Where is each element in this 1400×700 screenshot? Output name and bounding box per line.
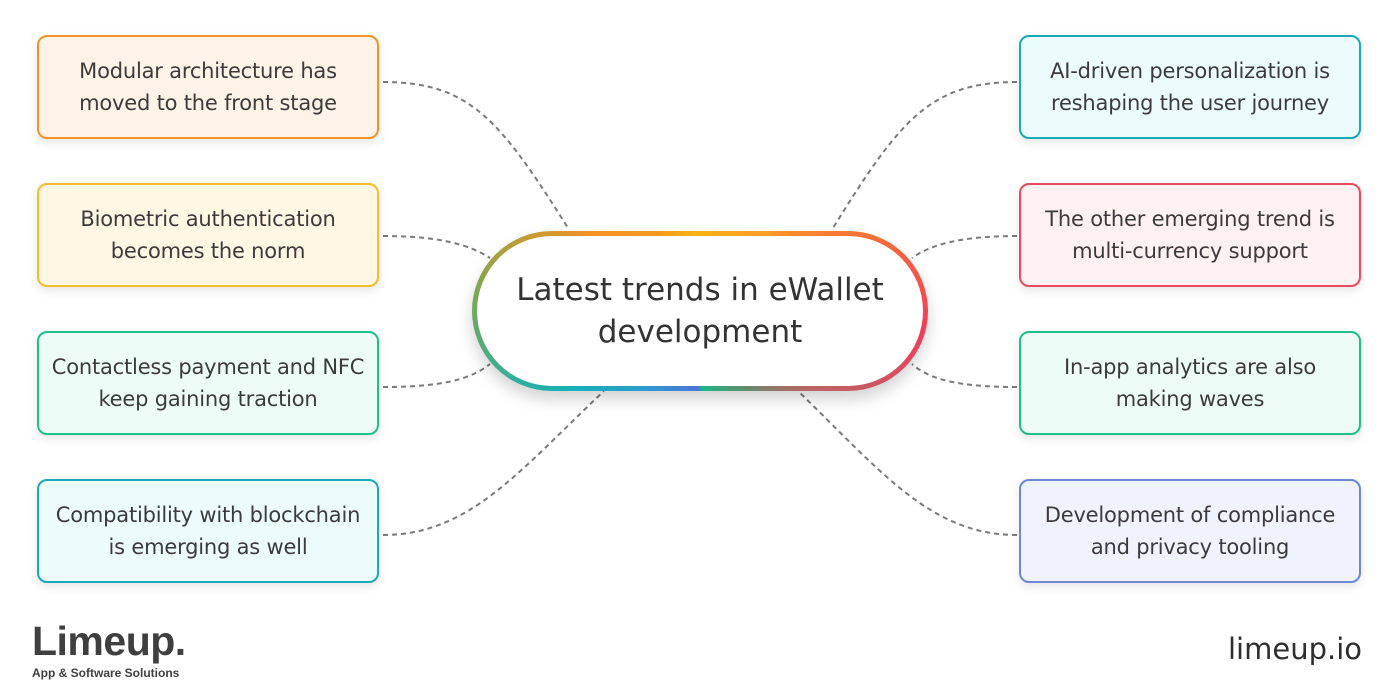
connector-right-1 xyxy=(832,81,1018,229)
trend-label: Development of compliance and privacy to… xyxy=(1044,503,1336,559)
trend-label: AI-driven personalization is reshaping t… xyxy=(1050,59,1330,115)
connector-left-1 xyxy=(382,81,569,229)
connector-left-4 xyxy=(382,390,605,536)
trend-box-biometric-authentication: Biometric authentication becomes the nor… xyxy=(37,183,379,287)
trend-box-in-app-analytics: In-app analytics are also making waves xyxy=(1019,331,1361,435)
trend-box-contactless-nfc: Contactless payment and NFC keep gaining… xyxy=(37,331,379,435)
central-topic-inner: Latest trends in eWallet development xyxy=(477,236,923,386)
central-topic-pill: Latest trends in eWallet development xyxy=(472,231,928,391)
trend-box-multi-currency: The other emerging trend is multi-curren… xyxy=(1019,183,1361,287)
trend-box-ai-personalization: AI-driven personalization is reshaping t… xyxy=(1019,35,1361,139)
trend-box-compliance-privacy: Development of compliance and privacy to… xyxy=(1019,479,1361,583)
brand-logo: Limeup. App & Software Solutions xyxy=(32,618,186,680)
logo-tagline: App & Software Solutions xyxy=(32,666,180,680)
website-url: limeup.io xyxy=(1227,632,1362,666)
trend-label: In-app analytics are also making waves xyxy=(1064,355,1316,411)
trend-box-modular-architecture: Modular architecture has moved to the fr… xyxy=(37,35,379,139)
trend-label: Contactless payment and NFC keep gaining… xyxy=(51,355,365,411)
trend-label: Biometric authentication becomes the nor… xyxy=(80,207,336,263)
trend-label: Compatibility with blockchain is emergin… xyxy=(55,503,361,559)
connector-right-3 xyxy=(911,363,1018,388)
trend-box-blockchain: Compatibility with blockchain is emergin… xyxy=(37,479,379,583)
logo-wordmark: Limeup. xyxy=(32,618,186,664)
central-topic-title: Latest trends in eWallet development xyxy=(516,272,884,350)
trend-label: Modular architecture has moved to the fr… xyxy=(79,59,337,115)
trend-label: The other emerging trend is multi-curren… xyxy=(1045,207,1335,263)
connector-left-2 xyxy=(382,235,491,259)
connector-right-2 xyxy=(911,235,1018,259)
connector-right-4 xyxy=(797,390,1018,536)
connector-left-3 xyxy=(382,363,491,388)
